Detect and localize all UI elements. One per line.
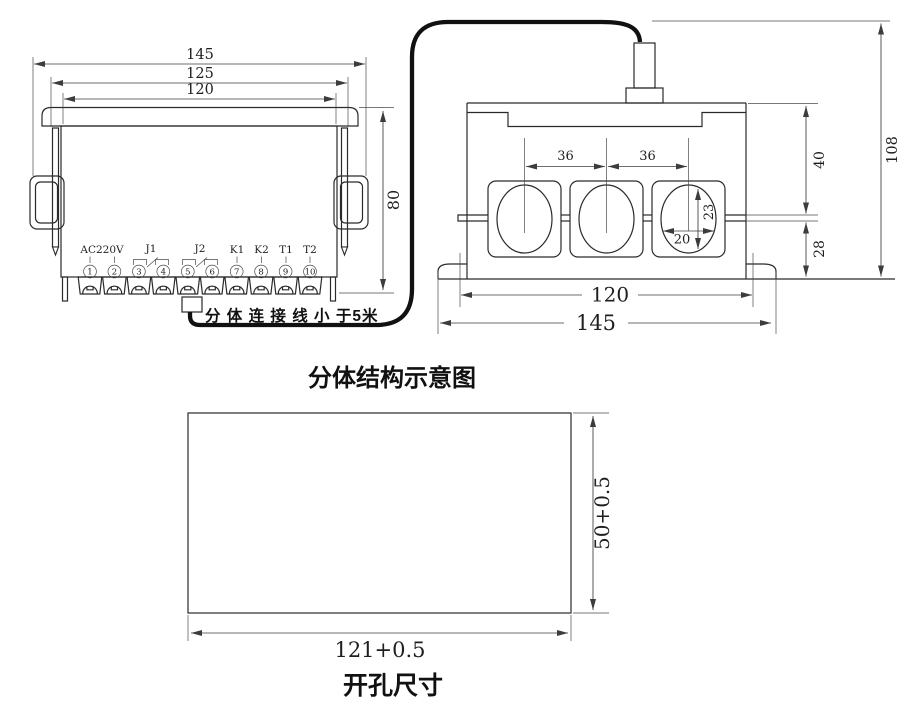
cutout-rectangle <box>187 412 572 614</box>
terminal-3: 3 <box>136 268 141 278</box>
dim-overall-height: 108 <box>885 136 901 164</box>
terminal-strip <box>61 276 337 302</box>
plug-connector-base <box>625 87 664 104</box>
dim-clamp-width: 125 <box>186 66 214 82</box>
terminal-1: 1 <box>87 268 92 278</box>
rod-tip-left <box>51 246 60 257</box>
dim-hole-pitch-left: 36 <box>557 149 574 164</box>
mounting-foot-right <box>746 263 777 279</box>
label-ac220v: AC220V <box>79 244 124 256</box>
terminal-8: 8 <box>258 268 263 278</box>
terminal-2: 2 <box>112 268 117 278</box>
dim-cutout-width: 121+0.5 <box>334 638 425 662</box>
dim-hole-height: 23 <box>702 204 717 221</box>
clamp-bracket-right <box>333 175 369 230</box>
terminal-9: 9 <box>283 268 288 278</box>
terminal-4: 4 <box>161 268 166 278</box>
top-recess <box>467 111 746 128</box>
diagram-title: 分体结构示意图 <box>308 364 476 392</box>
cable-holes <box>487 138 726 258</box>
label-k2: K2 <box>254 244 269 256</box>
dim-mounting-pitch: 120 <box>591 283 629 307</box>
dim-top-to-seam: 40 <box>812 151 828 169</box>
dim-sensor-overall-width: 145 <box>576 311 616 335</box>
dim-seam-to-bottom: 28 <box>812 240 828 258</box>
clamp-bracket-left-inner <box>34 181 59 224</box>
display-unit-dimensions: 145 125 120 80 <box>32 47 403 294</box>
terminal-numbers: 1 2 3 4 5 6 7 8 9 10 <box>83 264 317 279</box>
terminal-labels: AC220V J1 J2 K1 K2 T1 T2 <box>79 243 317 268</box>
relay-contact-j1 <box>133 257 169 268</box>
terminal-5: 5 <box>185 268 190 278</box>
label-t1: T1 <box>279 244 293 256</box>
cutout-label: 开孔尺寸 <box>343 672 443 700</box>
mounting-foot-left <box>437 263 467 279</box>
display-unit-drawing: 1 2 3 4 5 6 7 8 9 10 AC220V J1 J2 K1 K2 … <box>29 47 403 313</box>
terminal-10: 10 <box>305 268 316 278</box>
cable-note: 分 体 连 接 线 小 于5米 <box>205 306 378 325</box>
plug-connector <box>633 42 656 89</box>
cable-connector <box>181 296 203 313</box>
sensor-unit-drawing: 36 36 20 23 40 28 108 120 <box>437 20 901 335</box>
dim-body-height: 80 <box>384 190 403 210</box>
terminal-7: 7 <box>234 268 239 278</box>
label-j1: J1 <box>145 243 157 255</box>
dim-hole-pitch-right: 36 <box>639 149 656 164</box>
rod-tip-right <box>340 246 349 257</box>
terminal-6: 6 <box>209 268 214 278</box>
dim-cutout-height: 50+0.5 <box>590 476 614 550</box>
clamp-bracket-left <box>29 175 65 230</box>
dim-overall-width: 145 <box>186 47 214 63</box>
label-j2: J2 <box>194 243 206 255</box>
label-ticks <box>89 256 311 263</box>
dim-hole-width: 20 <box>674 233 691 248</box>
label-k1: K1 <box>230 244 245 256</box>
clamp-bracket-right-inner <box>339 181 364 224</box>
sensor-unit-dimensions: 36 36 20 23 40 28 108 120 <box>437 20 901 335</box>
label-t2: T2 <box>303 244 317 256</box>
cutout-drawing: 50+0.5 121+0.5 开孔尺寸 <box>187 412 614 700</box>
dim-body-width: 120 <box>186 82 214 98</box>
connection-cable: 分 体 连 接 线 小 于5米 <box>187 19 643 328</box>
relay-contact-j2 <box>182 257 218 268</box>
front-bezel <box>41 106 359 127</box>
housing-seam <box>457 214 746 222</box>
